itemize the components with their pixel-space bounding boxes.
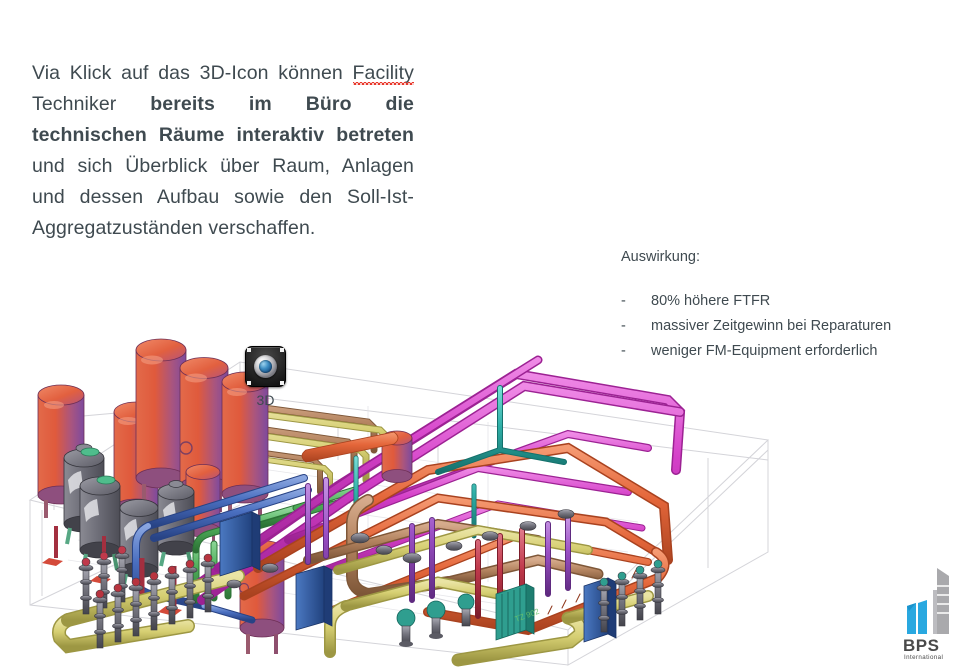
pump-unit <box>396 608 416 647</box>
logo-tagline-text: International <box>904 654 943 661</box>
headline-segment-0: Via Klick auf das 3D-Icon können <box>32 62 353 84</box>
bullet-marker: - <box>621 343 626 359</box>
selection-handle-top-left[interactable] <box>247 348 251 352</box>
list-item-label: weniger FM-Equipment erforderlich <box>651 343 878 359</box>
effects-block: Auswirkung: - 80% höhere FTFR - massiver… <box>621 246 951 365</box>
list-item-label: massiver Zeitgewinn bei Reparaturen <box>651 318 892 334</box>
heat-exchanger-panel <box>219 511 261 577</box>
bullet-marker: - <box>621 293 626 309</box>
3d-lens-icon <box>254 355 277 378</box>
magenta-header-pipes <box>191 355 686 605</box>
headline-segment-2: Techniker <box>32 93 151 115</box>
pipe-fittings <box>226 509 575 589</box>
pump-unit <box>457 593 475 627</box>
selection-handle-bottom-left[interactable] <box>247 381 251 385</box>
3d-icon-label: 3D <box>256 392 275 408</box>
filter-vessel <box>79 475 121 571</box>
pressure-vessel-tank-group <box>37 338 285 654</box>
effects-title: Auswirkung: <box>621 249 700 265</box>
headline-paragraph: Via Klick auf das 3D-Icon können Facilit… <box>32 58 414 244</box>
selection-handle-top-right[interactable] <box>280 348 284 352</box>
list-item-label: 80% höhere FTFR <box>651 293 771 309</box>
horizontal-cylinder-tank <box>301 431 399 463</box>
plate-heat-exchanger <box>495 583 535 641</box>
logo-tower-shape <box>933 568 949 634</box>
effects-list: - 80% höhere FTFR - massiver Zeitgewinn … <box>621 290 951 362</box>
valve-bank-right <box>596 559 666 633</box>
plant-room-3d-drawing: TZ 902 TZ 902 <box>8 300 798 669</box>
logo-brand-text: BPS <box>903 636 939 655</box>
valve-bank-centre <box>92 553 216 649</box>
headline-segment-bold: bereits im Büro die technischen Räume in… <box>32 93 414 146</box>
filter-vessel-group <box>63 443 195 591</box>
pump-unit <box>426 600 446 639</box>
list-item: - weniger FM-Equipment erforderlich <box>621 340 951 362</box>
list-item: - 80% höhere FTFR <box>621 290 951 312</box>
logo-accent-marks <box>907 600 927 634</box>
bullet-marker: - <box>621 318 626 334</box>
pump-unit-group <box>396 593 475 647</box>
bps-international-logo: BPS International <box>893 562 959 662</box>
pressure-vessel-tank <box>135 338 187 504</box>
heat-exchanger-panel <box>295 565 333 631</box>
list-item: - massiver Zeitgewinn bei Reparaturen <box>621 315 951 337</box>
selection-handle-bottom-right[interactable] <box>280 381 284 385</box>
vertical-drop-pipes <box>305 477 571 619</box>
headline-misspelled-word: Facility <box>352 62 414 84</box>
3d-view-button[interactable] <box>245 346 286 387</box>
headline-segment-4: und sich Überblick über Raum, Anlagen un… <box>32 155 414 239</box>
